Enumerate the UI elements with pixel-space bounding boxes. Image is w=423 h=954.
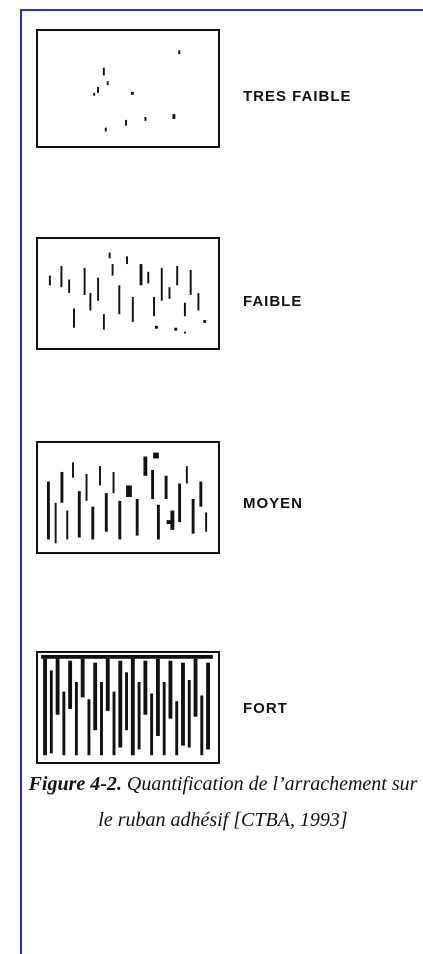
figure-caption: Figure 4-2. Quantification de l’arrachem… [24, 766, 422, 838]
tape-pattern-tres-faible [93, 50, 181, 132]
caption-text: Quantification de l’arrachement sur le r… [98, 773, 418, 831]
sample-tres-faible [36, 29, 220, 148]
sample-faible [36, 237, 220, 350]
figure-number: Figure 4-2. [28, 773, 122, 795]
label-tres-faible: TRES FAIBLE [243, 88, 352, 105]
tape-pattern-moyen [46, 452, 208, 544]
sample-fort [36, 651, 220, 764]
tape-pattern-fort [41, 654, 213, 756]
figure-frame [20, 9, 423, 954]
label-fort: FORT [243, 700, 288, 717]
tape-pattern-faible [48, 252, 207, 334]
sample-moyen [36, 441, 220, 554]
label-faible: FAIBLE [243, 293, 303, 310]
label-moyen: MOYEN [243, 495, 304, 512]
